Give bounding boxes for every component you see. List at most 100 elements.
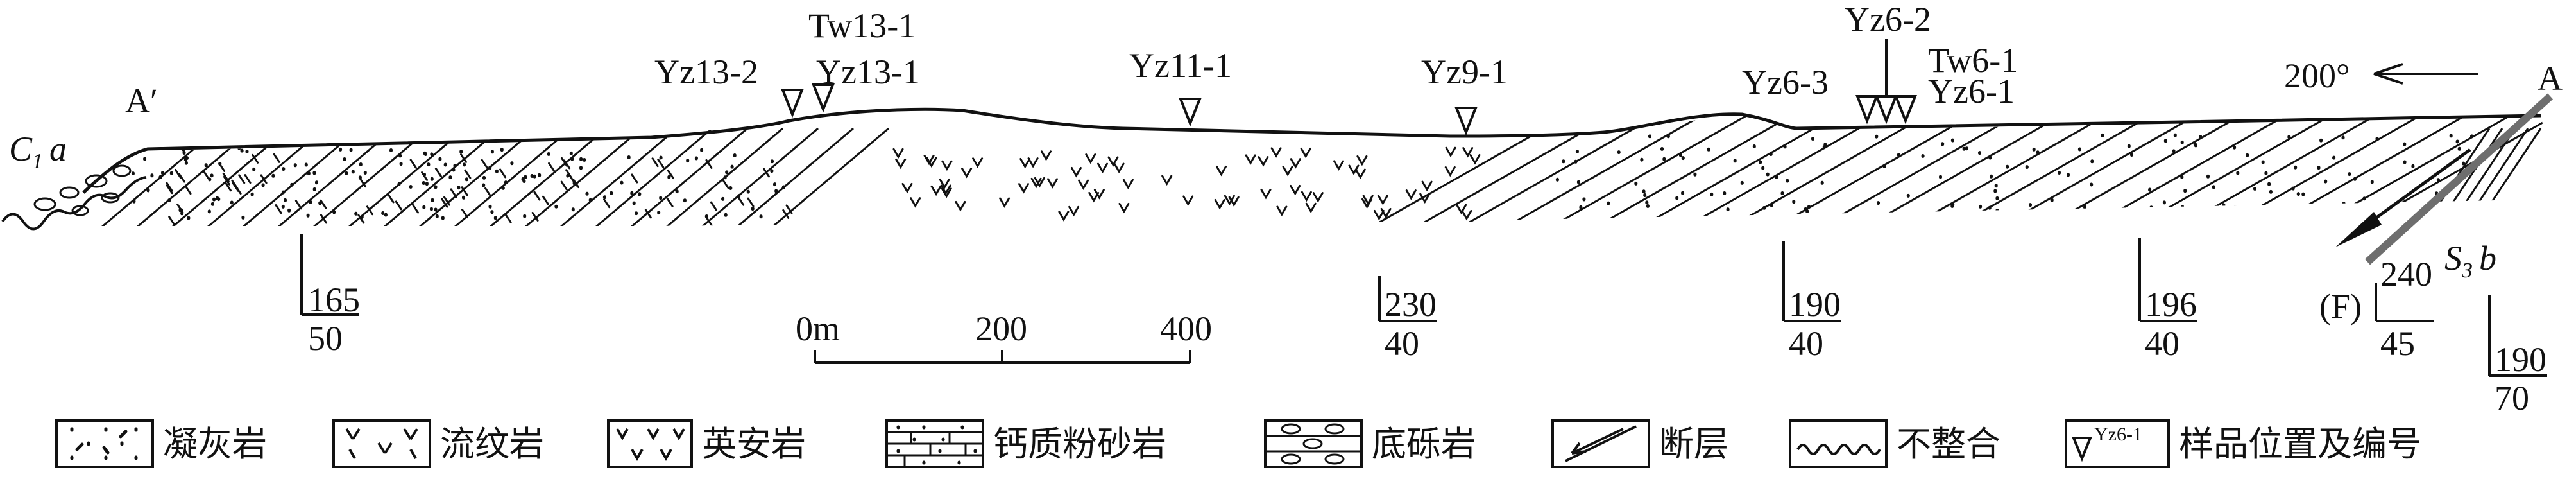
- basal-conglomerate-pattern-icon: [1264, 419, 1363, 468]
- sample-label: Yz13-1: [816, 53, 920, 91]
- unit-left-symbol: C: [9, 130, 33, 168]
- lithology-marks: [131, 133, 2477, 226]
- dacite-v: [1214, 199, 1225, 210]
- rhyolite-tick: [434, 168, 442, 177]
- dacite-v: [1290, 158, 1301, 169]
- stratum-line: [686, 127, 854, 226]
- dacite-v: [1282, 166, 1293, 177]
- ground-surface-line: [82, 107, 2541, 194]
- stratum-line: [2104, 110, 2387, 226]
- rhyolite-tick: [782, 209, 790, 219]
- sample-label: Yz6-1: [1928, 72, 2015, 110]
- unit-right-suffix: b: [2479, 239, 2496, 277]
- unconformity-icon: [1789, 419, 1888, 468]
- legend-label: 钙质粉砂岩: [993, 424, 1166, 464]
- rhyolite-tick: [273, 153, 280, 163]
- stratum-line: [1565, 110, 1848, 226]
- dacite-v: [1118, 202, 1130, 214]
- dacite-v: [1445, 146, 1456, 158]
- stratum-line: [721, 127, 889, 226]
- sample-label: Tw6-1: [1928, 41, 2018, 80]
- stratum-line: [2462, 128, 2516, 206]
- basal-conglomerate-pebbles: [33, 164, 132, 216]
- rhyolite-tick: [499, 168, 507, 179]
- stratum-line: [439, 127, 607, 226]
- rhyolite-tick: [747, 197, 755, 207]
- unconformity-line: [1, 176, 147, 231]
- legend-label: 凝灰岩: [163, 424, 267, 464]
- dacite-v: [1469, 154, 1481, 165]
- orientation-arrow-icon: [2373, 63, 2478, 85]
- legend-label: 英安岩: [702, 424, 806, 464]
- stratum-line: [1475, 110, 1759, 226]
- stratum-line: [404, 127, 572, 226]
- attitude-190-70: 190 70: [2488, 295, 2547, 417]
- scale-bar: 0m 200 400: [796, 309, 1212, 364]
- rhyolite-tick: [184, 185, 192, 195]
- rhyolite-tick: [666, 197, 674, 207]
- dacite-v: [1041, 150, 1052, 161]
- attitude-strike: 240: [2380, 255, 2432, 293]
- dacite-v: [941, 187, 952, 198]
- stratum-line: [1700, 110, 1983, 226]
- sample-marker-icon: [812, 83, 835, 113]
- dacite-v: [910, 197, 921, 208]
- rhyolite-tick: [238, 174, 246, 184]
- dacite-v: [939, 179, 950, 189]
- stratum-line: [368, 127, 536, 226]
- dacite-v: [1260, 189, 1272, 200]
- unit-right-symbol: S: [2444, 239, 2462, 277]
- dacite-v: [1122, 179, 1134, 190]
- rhyolite-tick: [461, 186, 468, 196]
- rhyolite-tick: [443, 196, 450, 206]
- dacite-v: [1047, 178, 1058, 189]
- attitude-230-40: 230 40: [1378, 276, 1437, 363]
- dacite-v: [1030, 177, 1042, 189]
- rhyolite-tick: [450, 188, 457, 198]
- rhyolite-tick: [357, 214, 365, 224]
- rhyolite-tick: [763, 168, 770, 178]
- rhyolite-tick: [244, 174, 252, 184]
- profile-end-right: A: [2538, 59, 2563, 98]
- rhyolite-tick: [484, 187, 492, 197]
- unit-left-suffix: a: [49, 130, 67, 168]
- rhyolite-tick: [560, 180, 568, 191]
- stratum-line: [651, 127, 819, 226]
- sample-marker-icon: [1179, 98, 1202, 127]
- attitude-dip: 50: [308, 319, 343, 358]
- stratum-line: [1655, 110, 1938, 226]
- dacite-v: [1444, 166, 1456, 177]
- legend-label: 断层: [1659, 424, 1728, 464]
- dacite-v: [1356, 155, 1368, 166]
- rhyolite-pattern-icon: [332, 419, 431, 468]
- stratum-line: [1520, 110, 1804, 226]
- attitude-190-40: 190 40: [1782, 241, 1841, 363]
- stratum-line: [2194, 110, 2477, 226]
- dacite-v: [1018, 183, 1029, 194]
- orientation-indicator: 200°: [2284, 57, 2478, 95]
- dacite-pattern-icon: [607, 419, 693, 468]
- stratum-line: [227, 127, 395, 226]
- orientation-azimuth: 200°: [2284, 57, 2350, 95]
- stratum-line: [474, 127, 642, 226]
- sample-label: Tw13-1: [808, 6, 916, 45]
- dacite-v: [1085, 153, 1096, 164]
- dacite-v: [1300, 148, 1311, 159]
- dacite-v: [1019, 158, 1031, 169]
- rhyolite-tick: [222, 173, 230, 182]
- sample-marker-icon: [2072, 437, 2092, 462]
- sample-label: Yz6-3: [1742, 63, 1829, 101]
- rhyolite-tick: [603, 198, 611, 209]
- dacite-v: [940, 184, 951, 195]
- dacite-v: [1301, 191, 1312, 202]
- dacite-v: [1097, 162, 1108, 174]
- rhyolite-tick: [412, 204, 419, 214]
- rhyolite-tick: [631, 173, 638, 184]
- dacite-v: [1058, 211, 1070, 222]
- rhyolite-tick: [409, 159, 417, 169]
- sample-label: Yz9-1: [1421, 53, 1508, 91]
- attitude-dip: 40: [2145, 324, 2179, 363]
- sample-marker-icon: [1855, 95, 1879, 125]
